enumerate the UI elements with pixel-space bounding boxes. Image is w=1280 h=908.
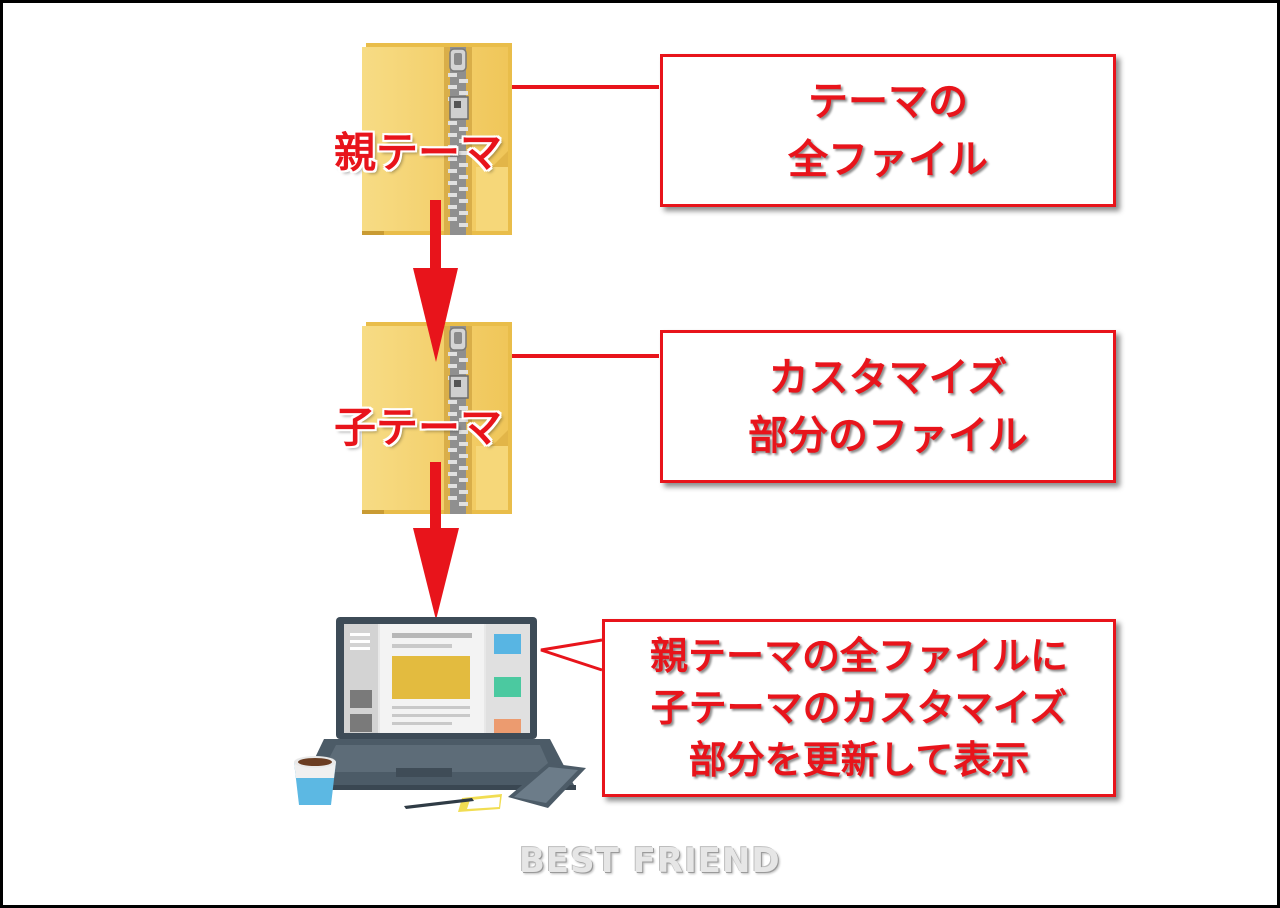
callout-line: 部分を更新して表示 (688, 738, 1030, 782)
tablet-icon (508, 763, 586, 808)
coffee-cup-icon (294, 756, 336, 805)
callout-line: 子テーマのカスタマイズ (650, 686, 1068, 730)
diagram-canvas: 親テーマ 子テーマ テーマの 全ファイル カスタマイズ 部分のファイル 親テーマ… (3, 3, 1277, 905)
watermark-text: BEST FRIEND (519, 841, 781, 881)
child-theme-label: 子テーマ (334, 403, 503, 452)
arrow-down-icon-1 (413, 200, 458, 362)
diagram-artwork (294, 42, 659, 812)
notepad-icon (458, 794, 502, 812)
callout-line: 全ファイル (788, 136, 988, 183)
callout-line: 親テーマの全ファイルに (649, 634, 1068, 678)
parent-theme-label: 親テーマ (334, 128, 503, 177)
laptop-icon (300, 617, 576, 790)
callout-line: テーマの (808, 78, 968, 125)
pen-icon (404, 798, 474, 809)
arrow-down-icon-2 (413, 462, 459, 620)
speech-bubble-tail (540, 638, 603, 672)
callout-parent-files: テーマの 全ファイル (660, 54, 1116, 207)
callout-line: 部分のファイル (748, 412, 1028, 459)
callout-display-result: 親テーマの全ファイルに 子テーマのカスタマイズ 部分を更新して表示 (602, 619, 1116, 797)
callout-line: カスタマイズ (768, 354, 1008, 401)
callout-child-files: カスタマイズ 部分のファイル (660, 330, 1116, 483)
